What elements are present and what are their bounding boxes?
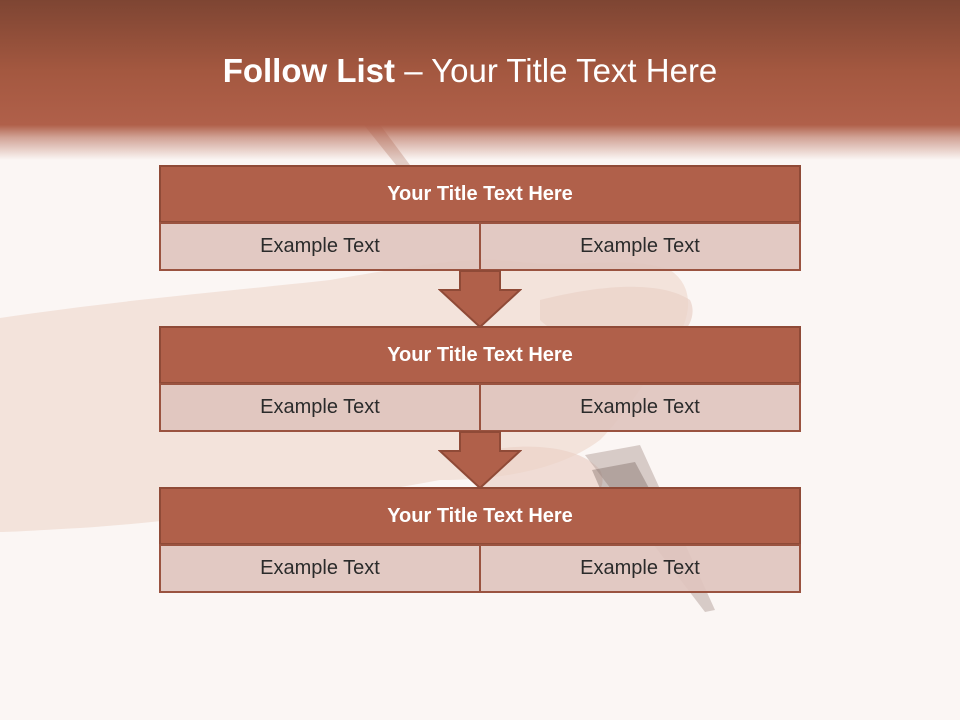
block-cell-right: Example Text bbox=[479, 383, 801, 432]
block-title: Your Title Text Here bbox=[159, 487, 801, 545]
follow-block-2: Your Title Text Here Example Text Exampl… bbox=[159, 326, 801, 432]
page-title: Follow List – Your Title Text Here bbox=[0, 52, 940, 90]
header-band bbox=[0, 0, 960, 160]
block-cell-left: Example Text bbox=[159, 222, 481, 271]
block-title: Your Title Text Here bbox=[159, 326, 801, 384]
block-cell-left: Example Text bbox=[159, 544, 481, 593]
block-cell-left: Example Text bbox=[159, 383, 481, 432]
block-title: Your Title Text Here bbox=[159, 165, 801, 223]
block-cell-right: Example Text bbox=[479, 222, 801, 271]
down-arrow-icon bbox=[438, 270, 522, 328]
follow-block-1: Your Title Text Here Example Text Exampl… bbox=[159, 165, 801, 271]
down-arrow-icon bbox=[438, 431, 522, 489]
page-title-rest: – Your Title Text Here bbox=[395, 52, 718, 89]
page-title-bold: Follow List bbox=[222, 52, 396, 89]
follow-block-3: Your Title Text Here Example Text Exampl… bbox=[159, 487, 801, 593]
block-cell-right: Example Text bbox=[479, 544, 801, 593]
